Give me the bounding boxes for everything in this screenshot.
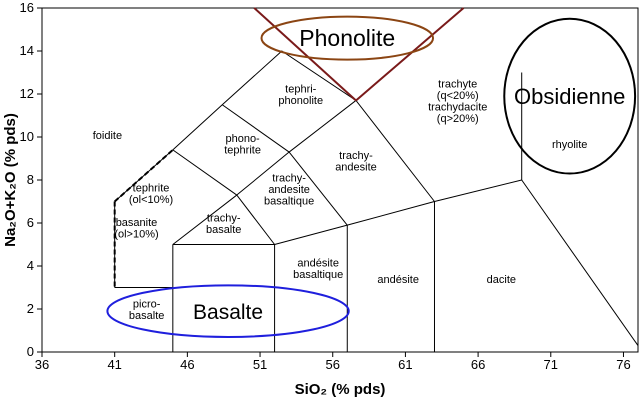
dashed-boundary-line	[114, 149, 174, 203]
phonolite-label: Phonolite	[299, 25, 395, 51]
field-label-line: (ol>10%)	[114, 228, 158, 240]
field-label-line: rhyolite	[552, 139, 587, 151]
field-boundary-line	[288, 151, 348, 226]
field-boundary-line	[521, 179, 639, 346]
field-label-line: dacite	[487, 274, 516, 286]
y-axis-label: Na₂O+K₂O (% pds)	[2, 113, 19, 247]
field-label-line: (q<20%)	[437, 90, 479, 102]
x-tick-label: 76	[616, 357, 630, 372]
y-tick-label: 2	[27, 301, 34, 316]
field-label-line: tephri-	[285, 84, 317, 96]
field-boundary-line	[434, 179, 522, 202]
field-label-line: basalte	[129, 310, 164, 322]
field-boundary-line	[172, 149, 238, 196]
x-axis-label: SiO₂ (% pds)	[295, 381, 386, 398]
field-label-line: basaltique	[293, 269, 343, 281]
field-label-line: (q>20%)	[437, 113, 479, 125]
x-tick-label: 41	[107, 357, 121, 372]
field-labels: foiditetephrite(ol<10%)basanite(ol>10%)p…	[93, 79, 588, 323]
phonolite-boundary-line	[355, 7, 465, 102]
y-tick-label: 10	[20, 129, 34, 144]
obsidienne-label: Obsidienne	[514, 84, 625, 109]
field-boundary-line	[288, 100, 357, 153]
y-tick-label: 6	[27, 215, 34, 230]
x-tick-label: 61	[398, 357, 412, 372]
x-tick-label: 71	[544, 357, 558, 372]
field-label-line: foidite	[93, 130, 122, 142]
field-label-trachyandesite: trachy-andesite	[335, 150, 377, 174]
field-label-tephrite: tephrite(ol<10%)	[129, 182, 173, 206]
field-label-line: tephrite	[133, 182, 170, 194]
x-tick-label: 46	[180, 357, 194, 372]
field-boundary-line	[236, 194, 275, 245]
field-label-basanite: basanite(ol>10%)	[114, 217, 158, 241]
y-tick-label: 4	[27, 258, 34, 273]
field-label-line: trachyte	[438, 79, 477, 91]
y-tick-label: 12	[20, 86, 34, 101]
y-tick-label: 8	[27, 172, 34, 187]
field-label-line: tephrite	[224, 145, 261, 157]
field-label-picrobasalte: picro-basalte	[129, 299, 164, 323]
field-label-line: (ol<10%)	[129, 194, 173, 206]
x-tick-label: 66	[471, 357, 485, 372]
field-label-dacite: dacite	[487, 274, 516, 286]
field-label-line: phonolite	[278, 95, 323, 107]
field-label-trachybasalte: trachy-basalte	[206, 213, 241, 237]
y-tick-label: 0	[27, 344, 34, 359]
x-tick-label: 51	[253, 357, 267, 372]
field-label-line: andesite	[268, 184, 310, 196]
basalte-label: Basalte	[193, 301, 263, 324]
field-boundary-line	[221, 104, 290, 153]
field-label-line: basaltique	[264, 195, 314, 207]
field-label-line: trachy-	[339, 150, 373, 162]
phonolite-ellipse	[260, 15, 435, 61]
field-boundary-line	[172, 194, 238, 245]
basalte-ellipse	[106, 284, 350, 338]
field-label-line: basanite	[116, 217, 158, 229]
field-boundary-line	[236, 151, 290, 196]
field-boundary-line	[347, 201, 435, 226]
field-label-line: basalte	[206, 224, 241, 236]
field-label-line: trachydacite	[428, 102, 487, 114]
field-label-andesite: andésite	[377, 274, 419, 286]
field-label-phonotephrite: phono-tephrite	[224, 133, 261, 157]
field-label-line: trachy-	[207, 213, 241, 225]
field-label-line: andésite	[297, 258, 339, 270]
field-label-line: andesite	[335, 162, 377, 174]
field-boundary-line	[274, 224, 348, 245]
field-label-line: picro-	[133, 299, 161, 311]
obsidienne-ellipse	[503, 17, 637, 175]
field-label-foidite: foidite	[93, 130, 122, 142]
field-label-trachyte: trachyte(q<20%)trachydacite(q>20%)	[428, 79, 487, 126]
field-label-line: trachy-	[272, 172, 306, 184]
phonolite-boundary-line	[253, 7, 357, 102]
field-boundaries	[113, 7, 639, 352]
y-tick-label: 14	[20, 43, 34, 58]
field-label-line: andésite	[377, 274, 419, 286]
field-label-line: phono-	[225, 133, 260, 145]
x-tick-label: 36	[35, 357, 49, 372]
field-label-tephriphonolite: tephri-phonolite	[278, 84, 323, 108]
y-tick-label: 16	[20, 0, 34, 15]
field-label-rhyolite: rhyolite	[552, 139, 587, 151]
x-tick-label: 56	[325, 357, 339, 372]
